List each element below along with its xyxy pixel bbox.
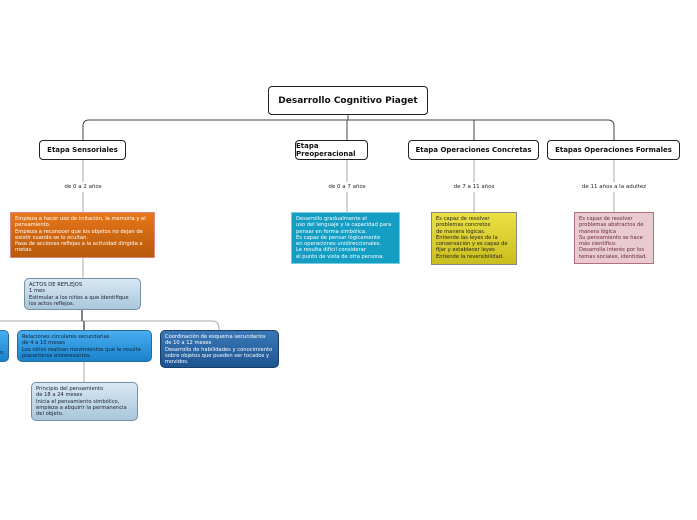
age-label-formales: de 11 años a la adultez (581, 184, 647, 190)
age-label-preoperacional: de 0 a 7 años (328, 184, 366, 190)
concretas-description[interactable]: Es capaz de resolver problemas concretos… (431, 212, 517, 265)
relaciones-circulares-node[interactable]: Relaciones circulares secundarias de 4 a… (17, 330, 152, 362)
preoperacional-description[interactable]: Desarrollo gradualmente el uso del lengu… (291, 212, 400, 264)
principio-pensamiento-node[interactable]: Principio del pensamiento de 18 a 24 mes… (31, 382, 138, 421)
partial-node-text: o. (0, 349, 5, 356)
formales-description[interactable]: Es capaz de resolver problemas abstracto… (574, 212, 654, 264)
sensorial-description[interactable]: Empieza a hacer uso de irritación, la me… (10, 212, 155, 258)
partial-edge-node[interactable]: o. (0, 330, 9, 362)
coordinacion-esquema-node[interactable]: Coordinación de esquema secundarios de 1… (160, 330, 279, 368)
actos-reflejos-node[interactable]: ACTOS DE REFLEJOS 1 mes Estimular a los … (24, 278, 141, 310)
age-label-sensorial: de 0 a 2 años (64, 184, 102, 190)
stage-preoperacional[interactable]: Etapa Preoperacional (295, 140, 368, 160)
stage-sensorial[interactable]: Etapa Sensoriales (39, 140, 126, 160)
root-node[interactable]: Desarrollo Cognitivo Piaget (268, 86, 428, 115)
stage-operaciones-formales[interactable]: Etapas Operaciones Formales (547, 140, 680, 160)
age-label-concretas: de 7 a 11 años (453, 184, 495, 190)
stage-operaciones-concretas[interactable]: Etapa Operaciones Concretas (408, 140, 539, 160)
